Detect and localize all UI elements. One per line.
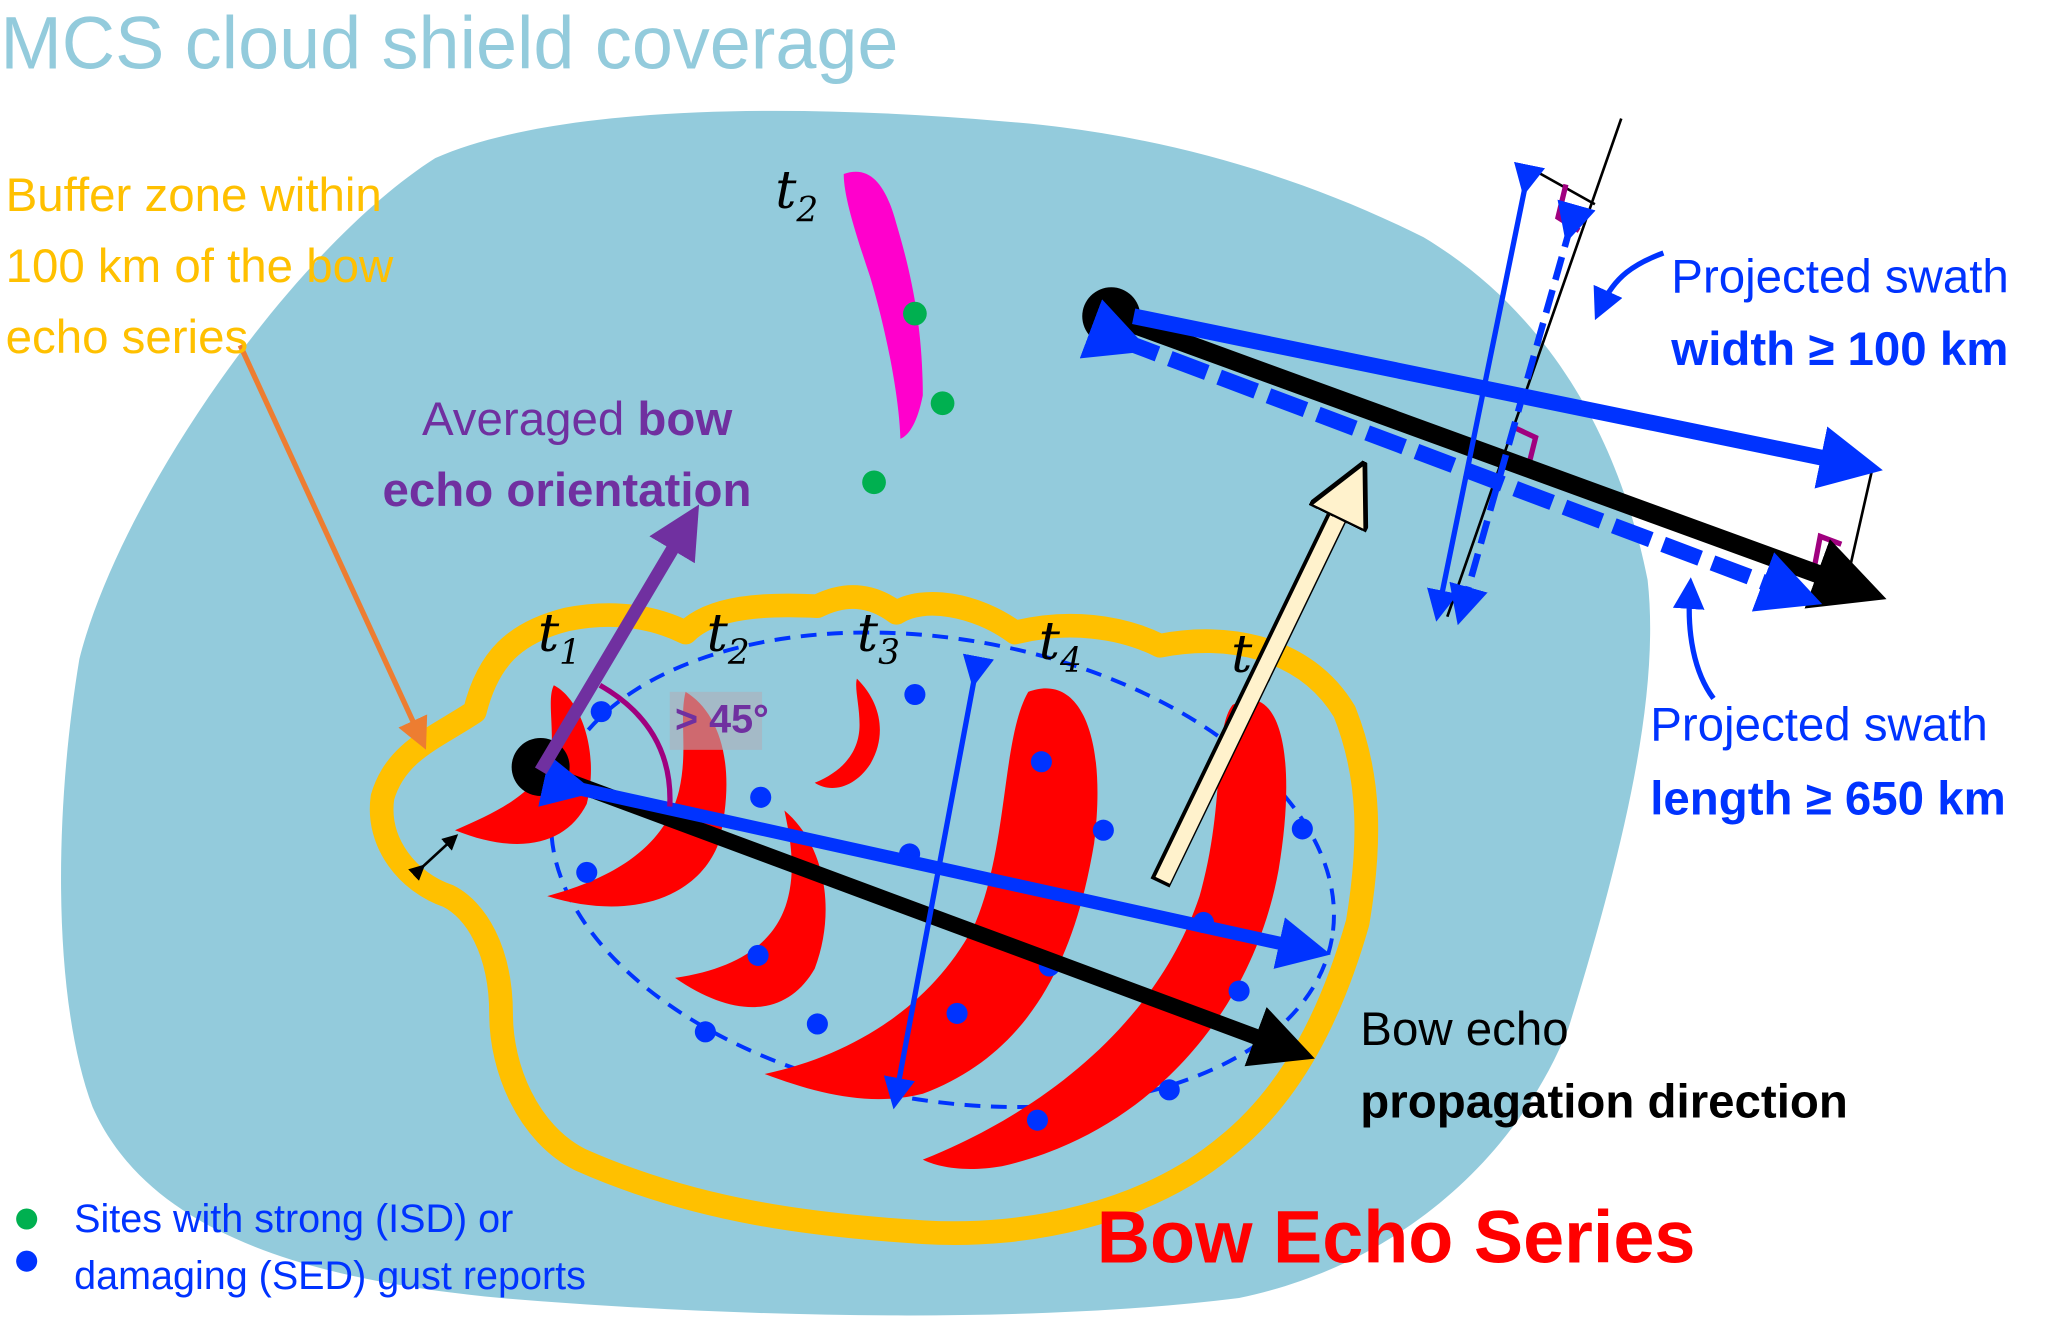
angle-arc: [598, 682, 673, 807]
time-label-t1: t1: [538, 603, 581, 673]
isolated-time-label: t2: [775, 160, 818, 230]
svg-text:echo series: echo series: [6, 311, 249, 364]
svg-text:100 km of the bow: 100 km of the bow: [6, 240, 394, 293]
legend: Sites with strong (ISD) or damaging (SED…: [16, 1197, 586, 1298]
swath-length-label: Projected swath length ≥ 650 km: [1650, 699, 2006, 826]
propagation-label: Bow echo propagation direction: [1360, 1003, 1848, 1128]
time-label-t2: t2: [707, 603, 750, 673]
orientation-arrow: [534, 504, 700, 775]
buffer-pointer-arrow: [237, 344, 428, 750]
legend-line-2: damaging (SED) gust reports: [74, 1254, 586, 1298]
svg-text:Averaged bow: Averaged bow: [422, 393, 732, 446]
buffer-zone: [369, 585, 1379, 1246]
svg-text:width ≥ 100 km: width ≥ 100 km: [1670, 323, 2008, 376]
angle-label-bg: [669, 691, 763, 750]
svg-text:echo orientation: echo orientation: [382, 464, 751, 517]
buffer-label: Buffer zone within 100 km of the bow ech…: [6, 169, 394, 364]
projection-diagram: [1079, 118, 1887, 701]
buffer-width-arrow: [408, 834, 459, 881]
svg-text:Projected swath: Projected swath: [1650, 699, 1988, 752]
blue-dot-icon: [16, 1250, 38, 1272]
svg-text:Buffer zone within: Buffer zone within: [6, 169, 382, 222]
diagram-title: MCS cloud shield coverage: [0, 2, 898, 85]
angle-label: > 45°: [675, 698, 769, 742]
svg-text:propagation direction: propagation direction: [1360, 1076, 1848, 1129]
time-label-t4: t4: [1039, 611, 1082, 681]
swath-width-arrow: [883, 653, 994, 1110]
series-label: Bow Echo Series: [1097, 1195, 1696, 1278]
swath-width-label: Projected swath width ≥ 100 km: [1670, 251, 2009, 376]
green-dot-icon: [16, 1208, 38, 1230]
isolated-echo-t2: [843, 171, 923, 439]
svg-text:Projected swath: Projected swath: [1671, 251, 2009, 304]
svg-text:Bow echo: Bow echo: [1360, 1003, 1568, 1056]
legend-line-1: Sites with strong (ISD) or: [74, 1197, 513, 1241]
orientation-label: Averaged bow echo orientation: [382, 393, 751, 517]
strong-gust-dots: [862, 301, 955, 495]
svg-text:length ≥ 650 km: length ≥ 650 km: [1650, 772, 2006, 825]
